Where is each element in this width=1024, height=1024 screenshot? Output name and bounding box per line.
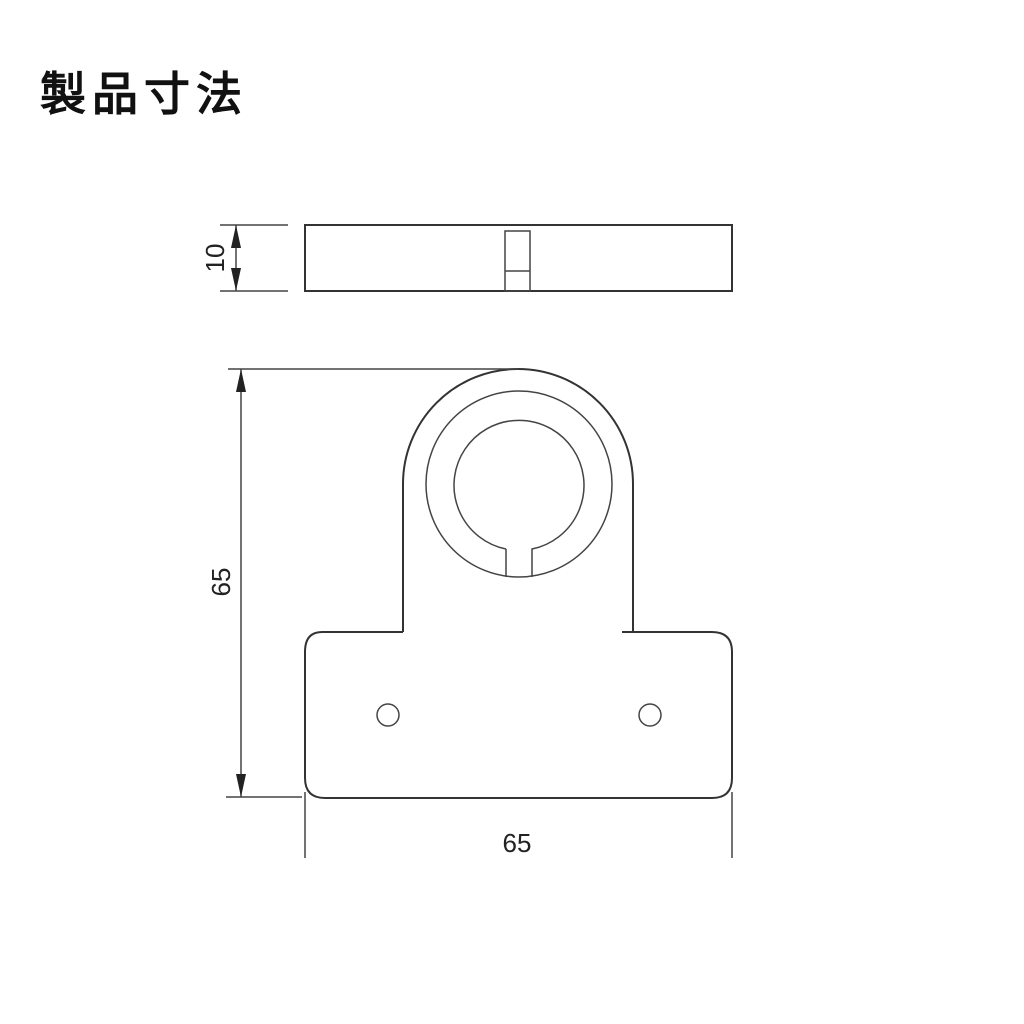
dim-label-width: 65 — [503, 828, 532, 858]
side-view-slot — [504, 230, 531, 292]
side-view-outline — [304, 224, 733, 292]
arrowhead-icon — [236, 774, 246, 797]
side-view: 10 — [200, 224, 733, 292]
front-view: 65 65 — [206, 368, 733, 858]
ring-inner-circle — [453, 419, 585, 577]
dim-label-thickness: 10 — [200, 244, 230, 273]
arrowhead-icon — [236, 369, 246, 392]
mounting-hole-left — [376, 703, 400, 727]
arch-outline — [402, 368, 634, 632]
arrowhead-icon — [231, 225, 241, 248]
ring-outer-circle — [425, 390, 613, 578]
mounting-hole-right — [638, 703, 662, 727]
page-title: 製品寸法 — [40, 67, 248, 121]
dim-label-height: 65 — [206, 568, 236, 597]
arrowhead-icon — [231, 268, 241, 291]
base-plate-outline — [304, 631, 733, 799]
